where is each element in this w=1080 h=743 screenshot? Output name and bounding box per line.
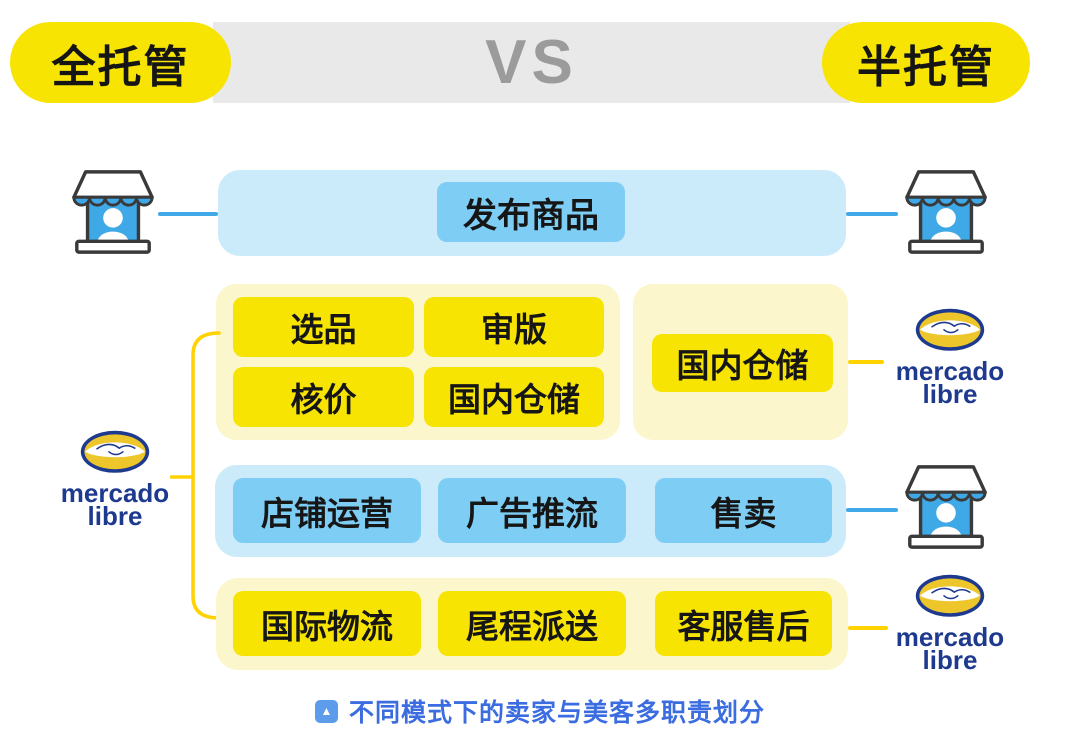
pill-price-check: 核价 xyxy=(233,367,414,427)
pill-publish-products: 发布商品 xyxy=(437,182,625,242)
brand-word-mercado: mercado xyxy=(895,356,1005,386)
pill-ad-promotion: 广告推流 xyxy=(438,478,626,543)
connector-logistics-brand xyxy=(848,626,888,630)
pill-sample-review: 审版 xyxy=(424,297,604,357)
mercadolibre-handshake-icon xyxy=(915,574,985,617)
connector-warehouse-brand xyxy=(848,360,884,364)
brand-word-libre: libre xyxy=(922,378,978,409)
caption-text: 不同模式下的卖家与美客多职责划分 xyxy=(348,699,765,727)
mercadolibre-logo-right-top: mercado libre xyxy=(894,306,1006,409)
pill-intl-logistics: 国际物流 xyxy=(233,591,421,656)
mercadolibre-handshake-icon xyxy=(80,430,150,473)
caption-row: ▲ 不同模式下的卖家与美客多职责划分 xyxy=(0,693,1080,729)
mercadolibre-logo-left: mercado libre xyxy=(59,428,171,531)
brand-word-libre: libre xyxy=(87,500,143,531)
header-band xyxy=(213,22,850,103)
pill-store-operation: 店铺运营 xyxy=(233,478,421,543)
seller-storefront-icon-left xyxy=(64,167,162,257)
connector-seller-publish-left xyxy=(158,212,218,216)
image-triangle-icon: ▲ xyxy=(314,699,338,723)
pill-last-mile: 尾程派送 xyxy=(438,591,626,656)
storefront-icon xyxy=(905,465,987,549)
pill-product-selection: 选品 xyxy=(233,297,414,357)
brand-word-mercado: mercado xyxy=(60,478,170,508)
bracket-connector xyxy=(170,331,221,620)
pill-selling: 售卖 xyxy=(655,478,832,543)
brand-word-libre: libre xyxy=(922,644,978,675)
connector-seller-publish-right xyxy=(846,212,898,216)
vs-label: VS xyxy=(485,28,578,97)
semi-hosting-badge: 半托管 xyxy=(822,22,1030,103)
full-hosting-badge: 全托管 xyxy=(10,22,231,103)
seller-storefront-icon-right-top xyxy=(897,167,995,257)
connector-operations-seller xyxy=(846,508,898,512)
mercadolibre-logo-right-bottom: mercado libre xyxy=(894,572,1006,675)
seller-storefront-icon-right-middle xyxy=(897,462,995,552)
pill-domestic-warehouse-right: 国内仓储 xyxy=(652,334,833,392)
pill-domestic-warehouse-left: 国内仓储 xyxy=(424,367,604,427)
pill-after-sales: 客服售后 xyxy=(655,591,832,656)
storefront-icon xyxy=(72,170,154,254)
storefront-icon xyxy=(905,170,987,254)
brand-word-mercado: mercado xyxy=(895,622,1005,652)
mercadolibre-handshake-icon xyxy=(915,308,985,351)
